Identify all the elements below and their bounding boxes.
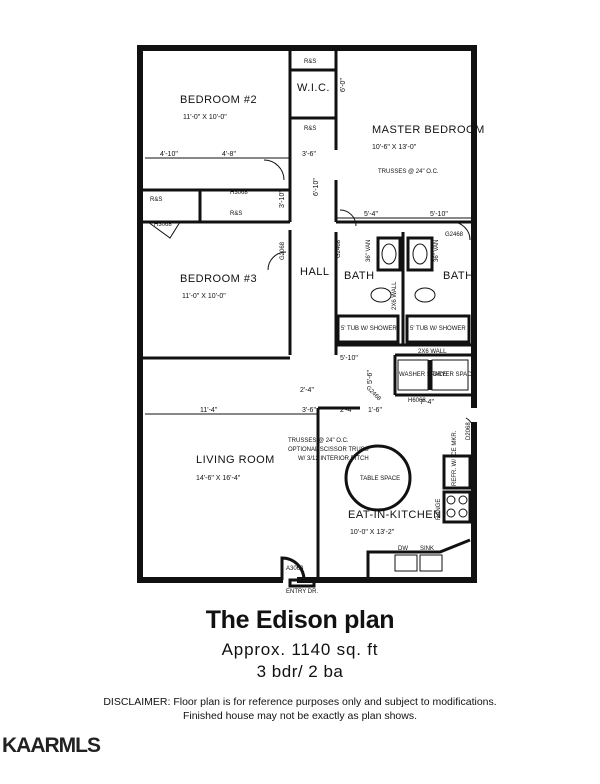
room-bath1: BATH xyxy=(344,270,375,282)
interior-walls xyxy=(140,48,474,580)
dim-16: 3'-10" xyxy=(279,190,286,208)
code-h3068a: H3068 xyxy=(230,190,248,196)
disclaimer-line-1: DISCLAIMER: Floor plan is for reference … xyxy=(103,696,497,708)
dim-11: 1'-6" xyxy=(368,407,382,414)
note-range: RANGE xyxy=(436,499,442,520)
room-labels: BEDROOM #2 11'-0" X 10'-0" W.I.C. MASTER… xyxy=(180,82,485,595)
code-h6068: H6068 xyxy=(408,398,426,404)
note-dw: DW xyxy=(398,546,408,552)
note-wall-2x6a: 2X6 WALL xyxy=(392,281,398,310)
note-trusses-master: TRUSSES @ 24" O.C. xyxy=(378,169,439,175)
room-washer: WASHER SPACE xyxy=(399,372,447,378)
code-g2068a: G2068 xyxy=(280,241,286,260)
note-trusses-living: TRUSSES @ 24" O.C. xyxy=(288,438,349,444)
room-bedroom2: BEDROOM #2 xyxy=(180,94,257,106)
dim-14: 2'-4" xyxy=(300,387,314,394)
room-table: TABLE SPACE xyxy=(360,476,400,482)
room-dryer: DRYER SPACE xyxy=(433,372,475,378)
floor-plan: BEDROOM #2 11'-0" X 10'-0" W.I.C. MASTER… xyxy=(137,45,485,595)
room-master: MASTER BEDROOM xyxy=(372,124,485,136)
exterior-walls xyxy=(137,45,477,583)
code-g2468a: G2468 xyxy=(336,239,342,258)
note-tub2: 5' TUB W/ SHOWER xyxy=(410,326,466,332)
room-master-size: 10'-6" X 13'-0" xyxy=(372,144,417,151)
disclaimer-line-2: Finished house may not be exactly as pla… xyxy=(182,710,418,722)
code-r5b: R&S xyxy=(304,126,316,132)
note-wall-2x6b: 2X6 WALL xyxy=(418,349,447,355)
note-van1: 36" VAN xyxy=(366,240,372,262)
plan-area: Approx. 1140 sq. ft xyxy=(221,640,379,659)
brand-watermark: KAARMLS xyxy=(2,734,101,757)
note-scissor: OPTIONAL SCISSOR TRUSS xyxy=(288,447,369,453)
room-kitchen: EAT-IN-KITCHEN xyxy=(348,509,442,521)
code-g2468b: G2468 xyxy=(445,232,464,238)
room-bath2: BATH xyxy=(443,270,474,282)
code-h3068b: H3068 xyxy=(154,222,172,228)
door-entry-code: A3060 xyxy=(286,566,304,572)
dim-13: 5'-10" xyxy=(340,355,358,362)
code-r5c: R&S xyxy=(150,197,162,203)
dim-1: 4'-10" xyxy=(160,151,178,158)
dim-10: 2'-4" xyxy=(340,407,354,414)
dim-15: 5'-6" xyxy=(367,370,374,384)
plan-beds-baths: 3 bdr/ 2 ba xyxy=(256,662,344,681)
room-kitchen-size: 10'-0" X 13'-2" xyxy=(350,529,395,536)
note-pitch: W/ 3/12 INTERIOR PITCH xyxy=(298,456,369,462)
note-entry: ENTRY DR. xyxy=(286,589,318,595)
room-bedroom3-size: 11'-0" X 10'-0" xyxy=(182,293,226,300)
fixtures xyxy=(147,159,475,588)
dim-9: 3'-6" xyxy=(302,407,316,414)
room-bedroom3: BEDROOM #3 xyxy=(180,273,257,285)
dim-2: 4'-8" xyxy=(222,151,236,158)
dim-4: 6'-0" xyxy=(340,78,347,92)
code-r5a: R&S xyxy=(304,59,316,65)
note-tub1: 5' TUB W/ SHOWER xyxy=(341,326,397,332)
code-r5d: R&S xyxy=(230,211,242,217)
code-d2068: D2068 xyxy=(466,422,472,440)
dim-3: 3'-6" xyxy=(302,151,316,158)
note-refr: REFR. W/ ICE MKR. xyxy=(452,430,458,486)
dim-5: 6'-10" xyxy=(313,178,320,196)
dimension-labels: 4'-10" 4'-8" 3'-6" 6'-0" 6'-10" 5'-4" 5'… xyxy=(145,78,474,415)
opening-codes: R&S R&S R&S R&S H3068 H3068 H6068 G2068 … xyxy=(150,59,472,440)
room-hall: HALL xyxy=(300,266,330,278)
dim-12: 7'-4" xyxy=(420,399,434,406)
room-bedroom2-size: 11'-0" X 10'-0" xyxy=(183,114,227,121)
note-van2: 36" VAN xyxy=(434,240,440,262)
dim-8: 11'-4" xyxy=(200,407,218,414)
room-wic: W.I.C. xyxy=(297,82,330,94)
dim-6: 5'-4" xyxy=(364,211,378,218)
note-sink: SINK xyxy=(420,546,434,552)
code-g2468c: G2468 xyxy=(365,385,382,402)
plan-title: The Edison plan xyxy=(205,606,395,634)
room-living-size: 14'-6" X 16'-4" xyxy=(196,475,241,482)
dim-7: 5'-10" xyxy=(430,211,448,218)
room-living: LIVING ROOM xyxy=(196,454,275,466)
